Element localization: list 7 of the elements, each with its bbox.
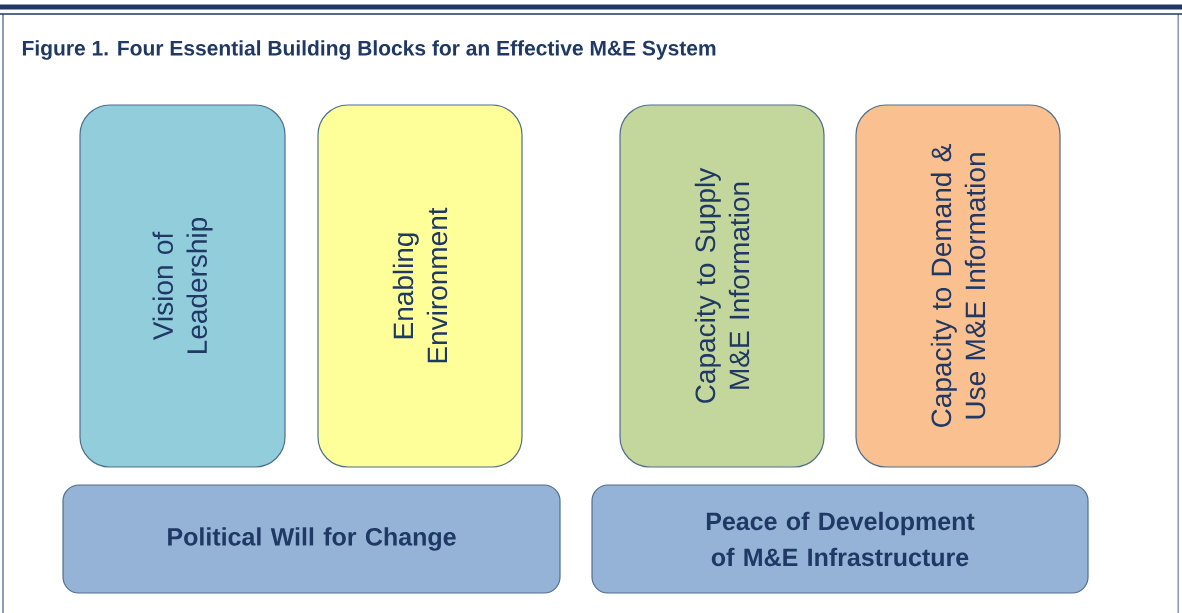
foundation-bar: Political Will for Change: [62, 484, 561, 594]
building-block: Capacity to Supply M&E Information: [619, 104, 825, 468]
foundation-bar: Peace of Development of M&E Infrastructure: [591, 484, 1089, 594]
building-block: Vision of Leadership: [79, 104, 286, 468]
figure-title: Figure 1. Four Essential Building Blocks for an Effective M&E System: [22, 40, 716, 60]
building-block: Capacity to Demand & Use M&E Information: [855, 104, 1061, 468]
building-block: Enabling Environment: [317, 104, 523, 468]
